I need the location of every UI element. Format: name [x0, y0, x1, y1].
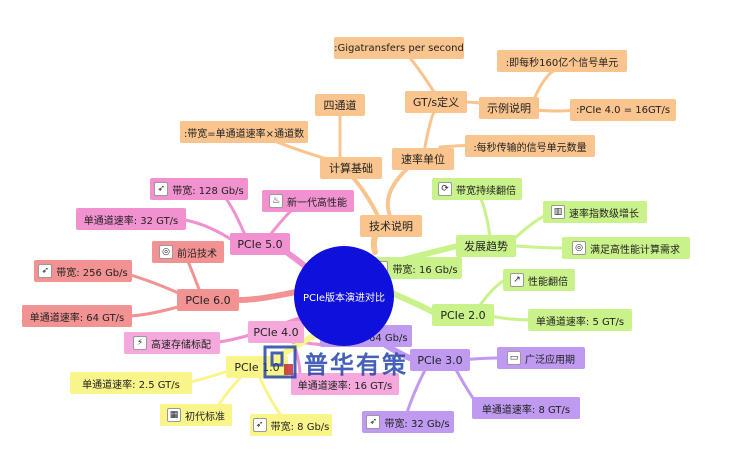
- pcie3-bandwidth2-node[interactable]: ➶带宽: 32 Gb/s: [362, 411, 454, 433]
- connector: [533, 68, 557, 99]
- rocket-icon: ➶: [38, 264, 53, 278]
- center-node[interactable]: PCIe版本演进对比: [294, 246, 394, 346]
- watermark: 普华有策: [262, 343, 408, 381]
- calendar-icon: ▦: [167, 408, 181, 422]
- pcie3-node[interactable]: PCIe 3.0: [410, 349, 470, 371]
- connector: [408, 56, 436, 94]
- rocket-icon: ➶: [366, 415, 381, 429]
- pcie4-lane-rate-node[interactable]: 单通道速率: 16 GT/s: [291, 373, 399, 395]
- bandwidth-doubling-node[interactable]: ⟳带宽持续翻倍: [432, 178, 522, 200]
- pcie1-bandwidth-node[interactable]: ➶带宽: 8 Gb/s: [250, 414, 332, 436]
- pcie5-lane-rate-node[interactable]: 单通道速率: 32 GT/s: [76, 208, 186, 230]
- pcie1-lane-rate-node[interactable]: 单通道速率: 2.5 GT/s: [70, 372, 192, 394]
- target-icon: ◎: [159, 245, 173, 259]
- connector: [213, 333, 252, 344]
- signals-per-second-node[interactable]: :每秒传输的信号单元数量: [465, 135, 595, 157]
- lightning-icon: ⚡: [133, 336, 147, 350]
- watermark-logo-icon: [263, 345, 297, 379]
- four-lane-node[interactable]: 四通道: [315, 94, 365, 116]
- gigatransfers-node[interactable]: :Gigatransfers per second: [334, 37, 464, 59]
- fire-icon: ♨: [269, 194, 283, 208]
- connector: [268, 206, 297, 237]
- gts-definition-node[interactable]: GT/s定义: [405, 91, 467, 113]
- connector: [385, 160, 417, 218]
- pcie6-bandwidth-node[interactable]: ➶带宽: 256 Gb/s: [34, 260, 132, 282]
- rate-unit-node[interactable]: 速率单位: [392, 148, 454, 170]
- hpc-demand-node[interactable]: ◎满足高性能计算需求: [562, 237, 690, 259]
- connector: [513, 244, 567, 250]
- calc-basis-node[interactable]: 计算基础: [320, 157, 382, 179]
- connector: [478, 196, 492, 238]
- connector: [423, 110, 436, 149]
- tech-explanation-node[interactable]: 技术说明: [360, 215, 422, 237]
- rocket-icon: ➶: [252, 418, 267, 432]
- initial-standard-node[interactable]: ▦初代标准: [160, 404, 232, 426]
- pcie4-16gts-node[interactable]: :PCIe 4.0 = 16GT/s: [570, 99, 676, 121]
- pcie3-lane-rate-node[interactable]: 单通道速率: 8 GT/s: [472, 397, 580, 419]
- pcie6-lane-rate-node[interactable]: 单通道速率: 64 GT/s: [22, 305, 132, 327]
- bandwidth-formula-node[interactable]: :带宽=单通道速率×通道数: [180, 121, 308, 143]
- perf-double-node[interactable]: ↗性能翻倍: [503, 269, 575, 291]
- high-speed-storage-node[interactable]: ⚡高速存储标配: [124, 332, 220, 354]
- connector: [183, 218, 237, 244]
- target-icon: ◎: [572, 241, 586, 255]
- pcie2-lane-rate-node[interactable]: 单通道速率: 5 GT/s: [528, 309, 632, 331]
- billion-signals-node[interactable]: :即每秒160亿个信号单元: [497, 50, 627, 72]
- laptop-icon: ▭: [507, 351, 521, 365]
- trend-node[interactable]: 发展趋势: [456, 235, 516, 257]
- rocket-icon: ➶: [154, 182, 169, 196]
- bar-chart-icon: ▥: [551, 205, 565, 219]
- pcie4-node[interactable]: PCIe 4.0: [248, 321, 304, 343]
- connector: [488, 314, 532, 322]
- pcie5-bandwidth-node[interactable]: ➶带宽: 128 Gb/s: [150, 178, 248, 200]
- pcie5-node[interactable]: PCIe 5.0: [230, 233, 290, 255]
- watermark-text: 普华有策: [304, 350, 408, 379]
- example-node[interactable]: 示例说明: [479, 97, 539, 119]
- pcie2-node[interactable]: PCIe 2.0: [432, 304, 494, 326]
- refresh-icon: ⟳: [438, 182, 452, 196]
- line-chart-icon: ↗: [510, 273, 524, 287]
- connector: [478, 278, 507, 307]
- widely-used-node[interactable]: ▭广泛应用期: [497, 347, 585, 369]
- exp-growth-node[interactable]: ▥速率指数级增长: [543, 201, 647, 223]
- new-gen-node[interactable]: ♨新一代高性能: [262, 190, 354, 212]
- cutting-edge-node[interactable]: ◎前沿技术: [152, 241, 224, 263]
- connector: [533, 108, 577, 113]
- pcie6-node[interactable]: PCIe 6.0: [177, 289, 239, 311]
